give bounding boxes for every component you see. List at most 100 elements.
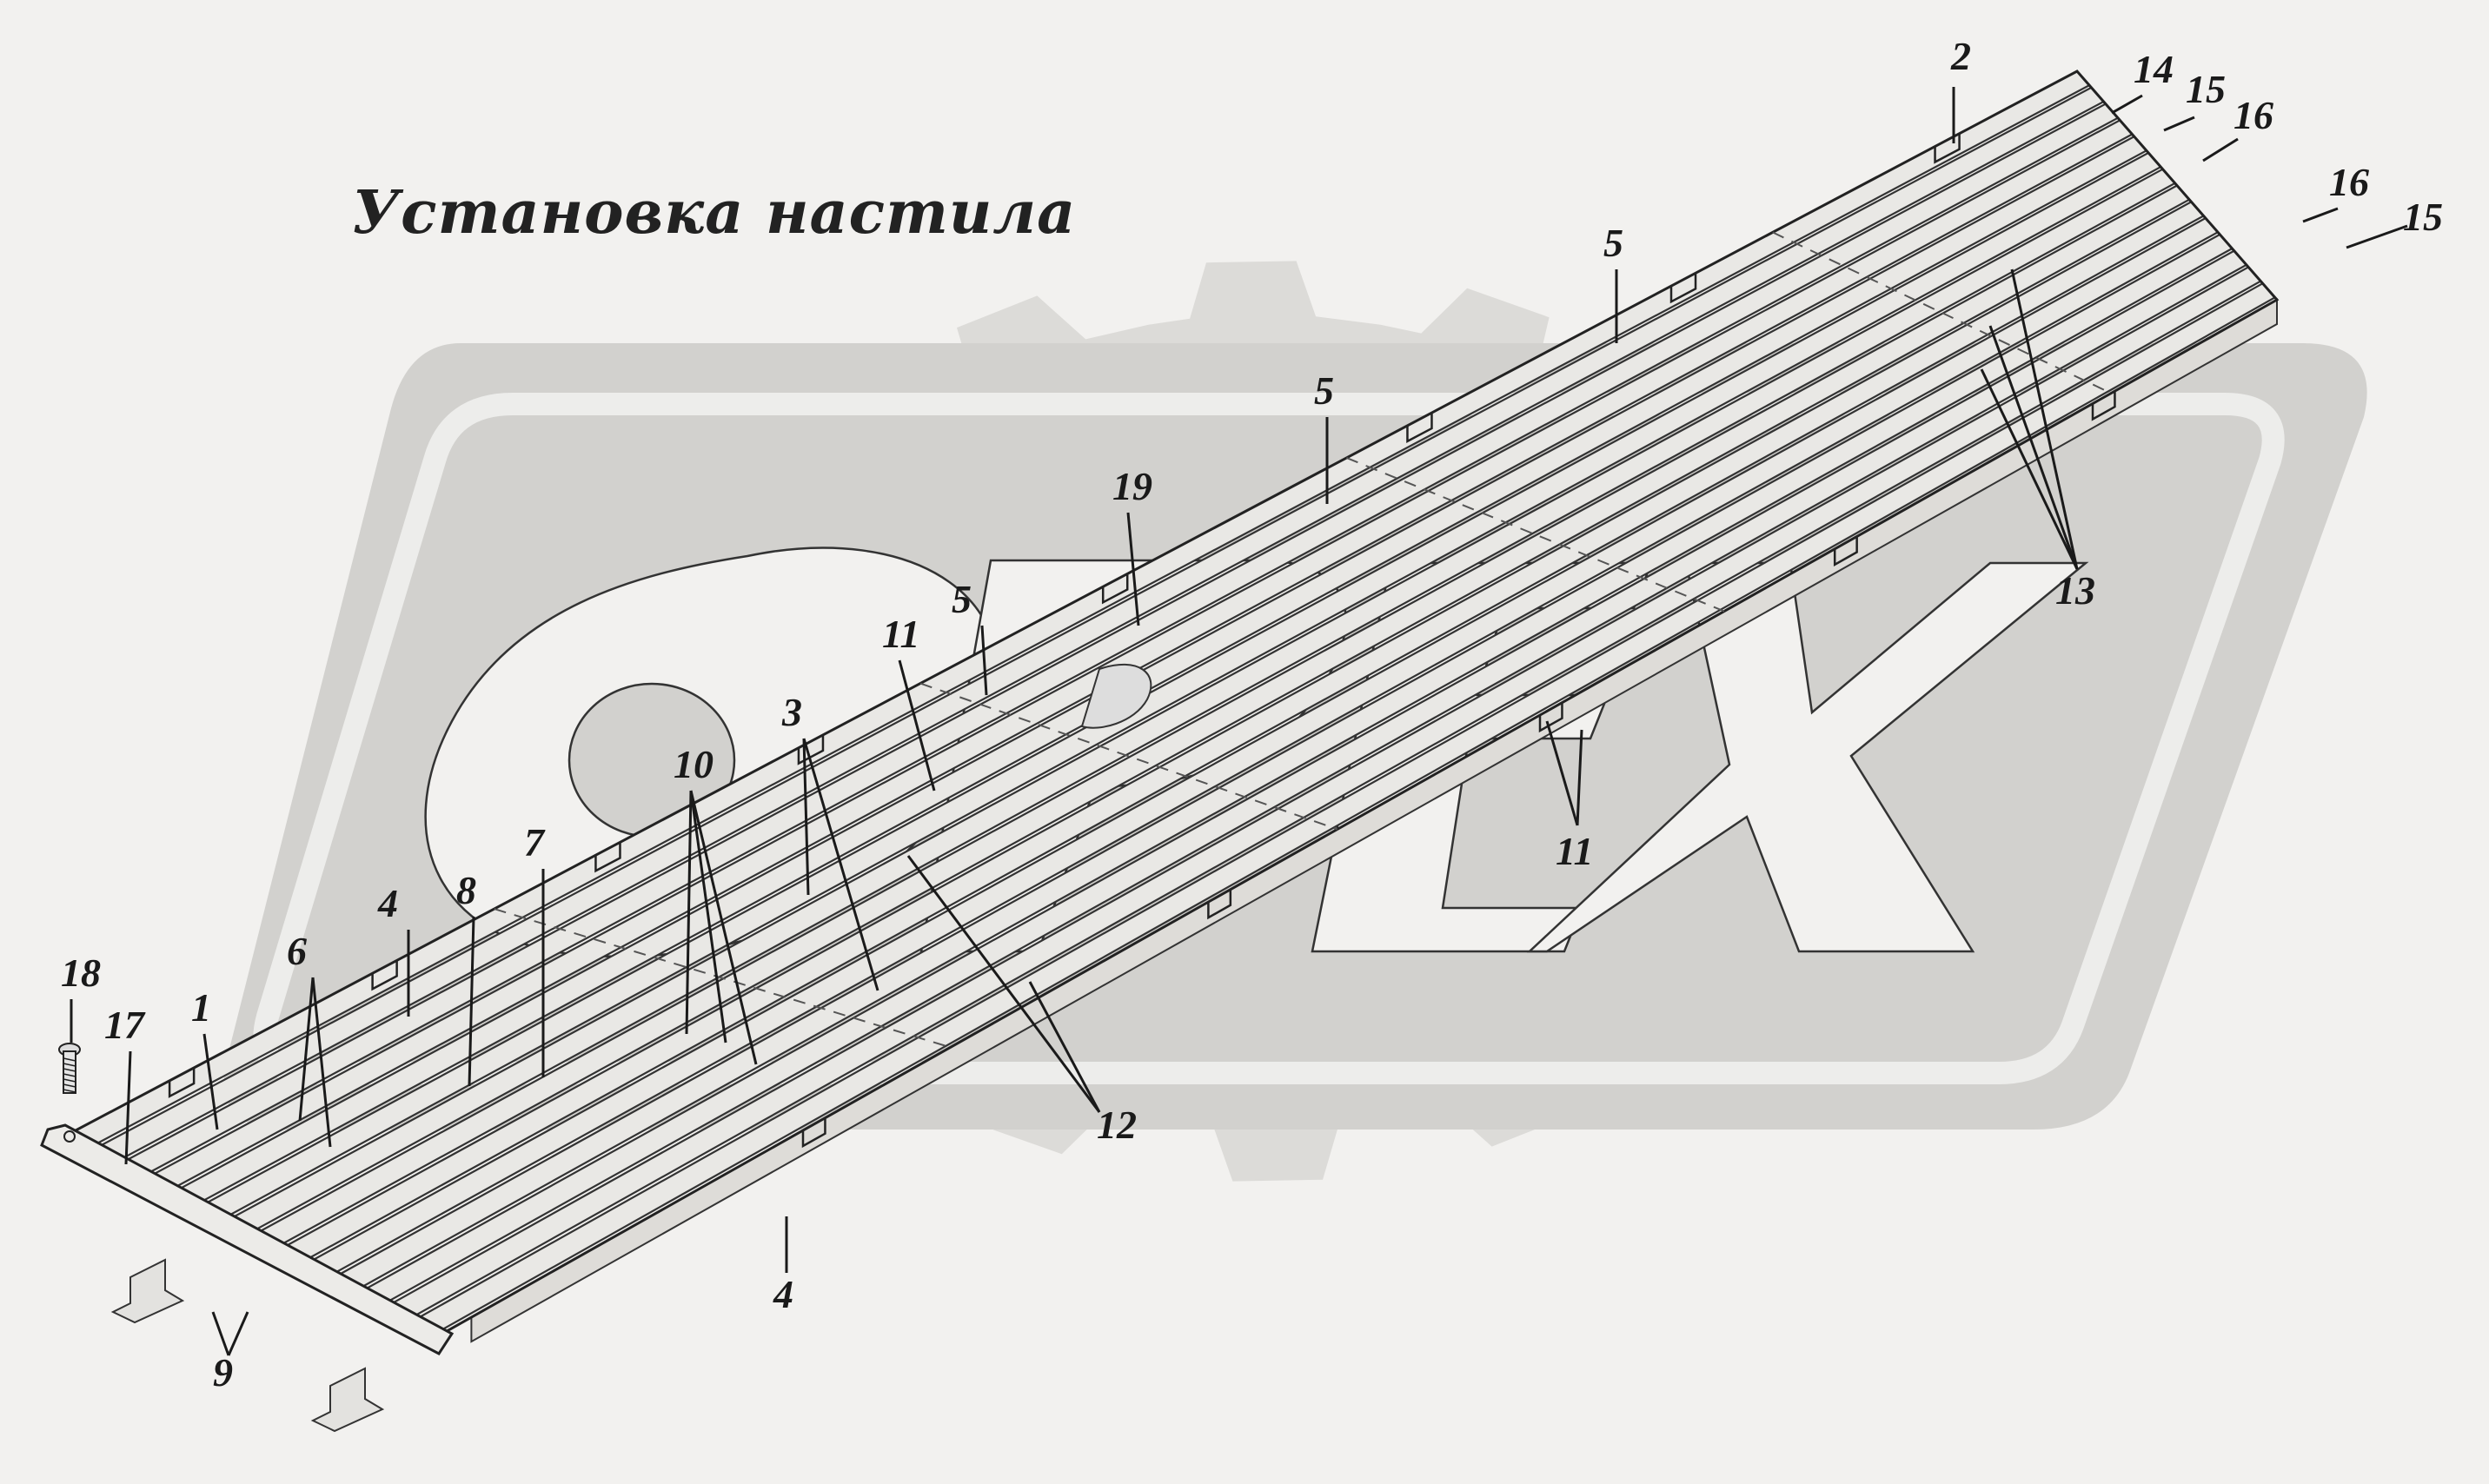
callout-label: 9 <box>213 1350 233 1395</box>
callout-label: 18 <box>61 951 101 995</box>
bolt-thread <box>63 1089 76 1093</box>
i-beam-2 <box>310 1367 385 1433</box>
callout-label: 13 <box>2055 568 2095 613</box>
callout-leader <box>311 977 332 1148</box>
deck-plank <box>266 200 2206 1269</box>
deck-plank <box>239 184 2191 1255</box>
stake-pocket <box>2091 391 2116 421</box>
crossbar-hole <box>63 1130 76 1143</box>
deck-plank <box>128 118 2134 1200</box>
callout-leader <box>689 790 758 1065</box>
deck-planks <box>44 70 2280 1340</box>
stake-pocket <box>1669 273 1697 304</box>
callout-17: 17 <box>104 1003 146 1165</box>
watermark-panel-inner <box>253 393 2285 1084</box>
callout-label: 19 <box>1112 464 1152 508</box>
bolt-thread <box>63 1068 76 1072</box>
callout-18: 18 <box>61 951 101 1043</box>
bolt-thread <box>63 1063 76 1067</box>
end-crossbar <box>40 1123 455 1355</box>
stake-pocket <box>1934 133 1961 164</box>
callout-leader <box>906 855 1101 1113</box>
callout-leader <box>685 790 693 1035</box>
callout-12: 12 <box>906 855 1137 1147</box>
callout-label: 17 <box>104 1003 146 1047</box>
callout-label: 3 <box>781 690 802 734</box>
deck-plank <box>294 216 2220 1282</box>
callout-13: 13 <box>1980 268 2095 613</box>
stake-pocket <box>1833 536 1858 566</box>
callout-leader <box>802 738 879 991</box>
callout-leader <box>2302 207 2339 223</box>
callout-label: 10 <box>674 742 714 786</box>
deck-plank <box>322 233 2234 1296</box>
callout-16: 16 <box>2302 160 2369 223</box>
callout-10: 10 <box>674 742 758 1065</box>
callout-label: 11 <box>1556 829 1593 873</box>
deck-plank <box>377 266 2262 1324</box>
callout-4: 4 <box>377 881 410 1017</box>
watermark-letter-kh <box>1526 561 2089 953</box>
callout-label: 15 <box>2403 195 2443 239</box>
callout-label: 16 <box>2329 160 2369 204</box>
callout-16: 16 <box>2202 93 2273 162</box>
deck-plank <box>101 103 2120 1186</box>
deck-plank <box>183 151 2163 1228</box>
callout-leader <box>1126 512 1140 626</box>
callout-leader <box>802 738 810 896</box>
callout-leader <box>298 977 315 1122</box>
callout-label: 8 <box>456 868 476 912</box>
callout-leader <box>689 790 727 1043</box>
callout-label: 2 <box>1950 34 1971 78</box>
callout-label: 6 <box>287 929 307 973</box>
callout-11: 11 <box>882 612 936 792</box>
callout-leader <box>980 625 988 696</box>
deck-plank <box>73 86 2106 1172</box>
page-title: Установка настила <box>352 178 1077 248</box>
bolt-thread <box>63 1073 76 1077</box>
callout-label: 16 <box>2233 93 2273 137</box>
callout-label: 1 <box>191 985 211 1030</box>
callout-8: 8 <box>456 868 476 1087</box>
callout-label: 11 <box>882 612 919 656</box>
callout-9: 9 <box>211 1311 249 1395</box>
stake-pocket <box>801 1117 826 1149</box>
callout-leader <box>1545 720 1579 826</box>
plate-19-shape <box>1080 664 1152 729</box>
callout-11: 11 <box>1545 720 1593 873</box>
callout-leader <box>468 916 475 1087</box>
stake-pocket <box>797 734 825 765</box>
callout-leader <box>2163 116 2195 132</box>
callout-19: 19 <box>1112 464 1152 626</box>
cross-member-seam <box>919 682 1338 831</box>
bolt-thread <box>63 1083 76 1088</box>
callout-label: 7 <box>524 820 546 865</box>
callout-leader <box>202 1033 219 1130</box>
deck-plank <box>156 135 2148 1214</box>
callout-3: 3 <box>781 690 879 991</box>
callout-leader <box>2346 224 2408 249</box>
callout-15: 15 <box>2163 67 2226 132</box>
deck-plank <box>211 168 2177 1242</box>
callout-label: 5 <box>1314 368 1334 413</box>
stake-pocket <box>1101 573 1129 605</box>
callout-4: 4 <box>773 1216 793 1316</box>
bolt-icon <box>58 1043 81 1094</box>
stake-pocket <box>1207 889 1232 920</box>
callout-leader <box>227 1311 249 1356</box>
callout-leader <box>1988 325 2079 570</box>
callout-leader <box>898 659 936 792</box>
callout-15: 15 <box>2346 195 2443 249</box>
bolt-thread <box>63 1057 76 1062</box>
stake-pocket <box>371 960 398 991</box>
i-beam-1 <box>110 1258 185 1324</box>
stake-pocket <box>1538 702 1563 733</box>
callout-1: 1 <box>191 985 219 1130</box>
callout-leader <box>2202 137 2239 162</box>
bolt-shank <box>63 1050 76 1094</box>
plate-19 <box>1080 664 1152 729</box>
callout-leader <box>124 1050 132 1165</box>
callout-2: 2 <box>1950 34 1971 143</box>
callout-leader <box>2010 268 2079 570</box>
deck-plank <box>349 249 2248 1310</box>
